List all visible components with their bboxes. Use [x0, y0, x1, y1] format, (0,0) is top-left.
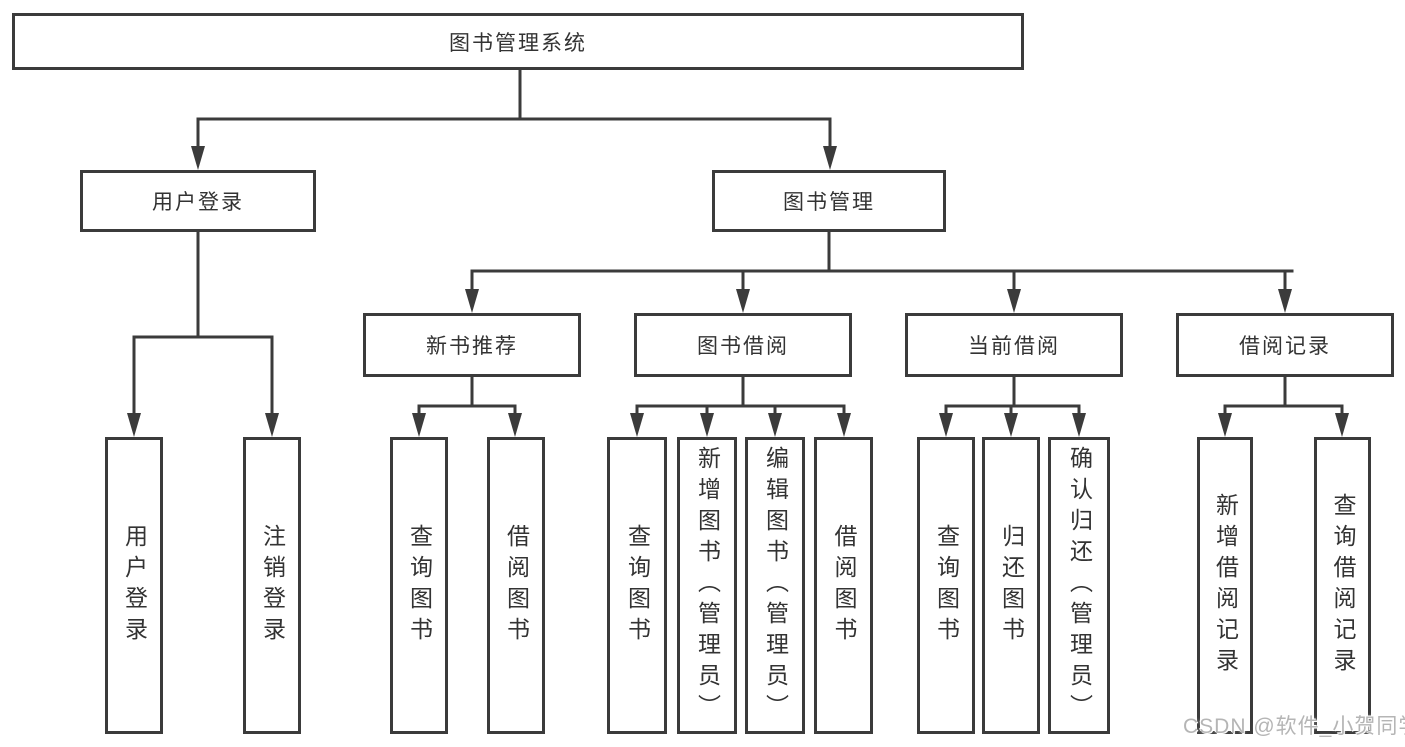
arrowhead-down-icon: [837, 413, 851, 437]
node-current-borrow: 当前借阅: [905, 313, 1123, 377]
node-user-login-label: 用户登录: [152, 191, 244, 214]
node-book-borrow-label: 图书借阅: [697, 335, 789, 358]
leaf-user-login-label: 用户登录: [121, 523, 148, 648]
leaf-query-books-recommend: 查询图书: [390, 437, 448, 734]
leaf-query-books-borrow-label: 查询图书: [624, 523, 651, 648]
node-new-book-recommend-label: 新书推荐: [426, 335, 518, 358]
connector-userlogin-to-leaves: [132, 231, 274, 417]
connector-current-to-leaves: [944, 375, 1081, 417]
leaf-add-book-admin: 新增图书（管理员）: [677, 437, 737, 734]
leaf-edit-book-admin: 编辑图书（管理员）: [745, 437, 805, 734]
leaf-query-books-current: 查询图书: [917, 437, 975, 734]
arrowhead-down-icon: [939, 413, 953, 437]
leaf-borrow-books-recommend-label: 借阅图书: [503, 523, 530, 648]
leaf-query-books-recommend-label: 查询图书: [406, 523, 433, 648]
node-root-system-label: 图书管理系统: [449, 31, 587, 55]
leaf-borrow-books: 借阅图书: [814, 437, 873, 734]
leaf-borrow-books-label: 借阅图书: [831, 523, 857, 648]
connector-records-to-leaves: [1223, 375, 1344, 417]
node-borrow-records: 借阅记录: [1176, 313, 1394, 377]
arrowhead-down-icon: [630, 413, 644, 437]
node-current-borrow-label: 当前借阅: [968, 335, 1060, 358]
arrowhead-down-icon: [1278, 289, 1292, 313]
leaf-query-books-borrow: 查询图书: [607, 437, 667, 734]
leaf-user-login: 用户登录: [105, 437, 163, 734]
leaf-add-borrow-record-label: 新增借阅记录: [1212, 492, 1239, 679]
arrowhead-down-icon: [736, 289, 750, 313]
connector-bookmgmt-to-level3: [470, 230, 1294, 293]
leaf-query-books-current-label: 查询图书: [933, 523, 960, 648]
leaf-borrow-books-recommend: 借阅图书: [487, 437, 545, 734]
arrowhead-down-icon: [127, 413, 141, 437]
arrowhead-down-icon: [1218, 413, 1232, 437]
connector-borrow-to-leaves: [635, 375, 846, 417]
leaf-return-books-label: 归还图书: [998, 523, 1025, 648]
node-borrow-records-label: 借阅记录: [1239, 335, 1331, 358]
node-book-management-label: 图书管理: [783, 191, 875, 214]
csdn-watermark: CSDN @软件_小贺同学: [1183, 715, 1405, 738]
arrowhead-down-icon: [1004, 413, 1018, 437]
leaf-add-book-admin-label: 新增图书（管理员）: [694, 446, 721, 725]
node-root-system: 图书管理系统: [12, 13, 1024, 70]
node-new-book-recommend: 新书推荐: [363, 313, 581, 377]
leaf-query-borrow-record: 查询借阅记录: [1314, 437, 1371, 734]
leaf-logout-label: 注销登录: [259, 523, 286, 648]
leaf-return-books: 归还图书: [982, 437, 1040, 734]
arrowhead-down-icon: [1335, 413, 1349, 437]
node-book-borrow: 图书借阅: [634, 313, 852, 377]
leaf-confirm-return-admin-label: 确认归还（管理员）: [1066, 446, 1093, 725]
node-book-management: 图书管理: [712, 170, 946, 232]
arrowhead-down-icon: [508, 413, 522, 437]
leaf-logout: 注销登录: [243, 437, 301, 734]
leaf-edit-book-admin-label: 编辑图书（管理员）: [762, 446, 789, 725]
leaf-add-borrow-record: 新增借阅记录: [1197, 437, 1253, 734]
arrowhead-down-icon: [823, 146, 837, 170]
leaf-confirm-return-admin: 确认归还（管理员）: [1048, 437, 1110, 734]
arrowhead-down-icon: [700, 413, 714, 437]
node-user-login: 用户登录: [80, 170, 316, 232]
connector-newbook-to-leaves: [417, 375, 517, 417]
arrowhead-down-icon: [412, 413, 426, 437]
arrowhead-down-icon: [191, 146, 205, 170]
arrowhead-down-icon: [768, 413, 782, 437]
connector-root-to-level2: [196, 68, 832, 152]
arrowhead-down-icon: [1007, 289, 1021, 313]
leaf-query-borrow-record-label: 查询借阅记录: [1330, 492, 1356, 679]
arrowhead-down-icon: [1072, 413, 1086, 437]
arrowhead-down-icon: [265, 413, 279, 437]
arrowhead-down-icon: [465, 289, 479, 313]
